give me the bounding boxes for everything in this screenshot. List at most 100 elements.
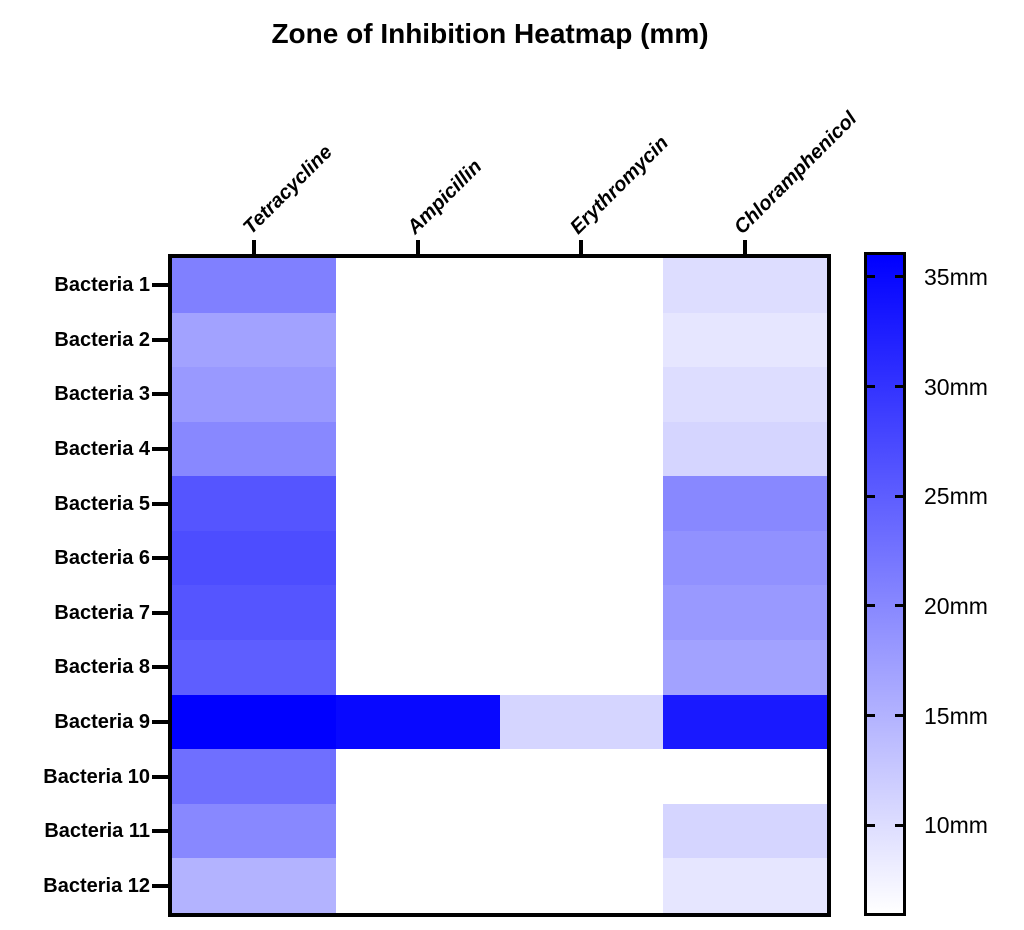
heatmap-cell <box>172 258 336 313</box>
heatmap-cell <box>663 258 827 313</box>
heatmap-cell <box>172 858 336 913</box>
row-label: Bacteria 7 <box>54 601 150 624</box>
colorbar-tick-left <box>867 604 875 608</box>
heatmap-cell <box>335 694 500 750</box>
heatmap-cell <box>663 367 827 422</box>
heatmap-cell <box>499 421 664 477</box>
row-tick <box>152 719 169 724</box>
heatmap-cell <box>172 312 336 368</box>
heatmap-cell <box>499 640 664 695</box>
column-label: Tetracycline <box>239 141 337 239</box>
column-label: Erythromycin <box>566 131 674 239</box>
colorbar-gradient <box>867 255 903 913</box>
row-label: Bacteria 6 <box>54 547 150 570</box>
row-label: Bacteria 10 <box>43 765 150 788</box>
heatmap-cell <box>499 585 664 641</box>
heatmap-cell <box>663 858 827 913</box>
heatmap-cell <box>663 749 827 804</box>
heatmap-cell <box>663 694 827 750</box>
heatmap-cell <box>335 858 500 913</box>
colorbar-tick-right <box>895 494 903 498</box>
colorbar-tick-left <box>867 275 875 279</box>
row-tick <box>152 829 169 834</box>
heatmap-cell <box>663 803 827 859</box>
heatmap-cell <box>663 585 827 641</box>
colorbar-tick-right <box>895 714 903 718</box>
chart-title: Zone of Inhibition Heatmap (mm) <box>271 18 709 49</box>
heatmap-cell <box>172 585 336 641</box>
heatmap-cell <box>335 749 500 804</box>
heatmap-cell <box>172 640 336 695</box>
heatmap-cell <box>335 530 500 586</box>
heatmap-cell <box>335 585 500 641</box>
colorbar-tick-right <box>895 275 903 279</box>
row-tick <box>152 665 169 670</box>
colorbar-tick-right <box>895 385 903 389</box>
row-label: Bacteria 3 <box>54 383 150 406</box>
heatmap-grid <box>172 258 827 913</box>
heatmap-cell <box>499 694 664 750</box>
row-tick <box>152 774 169 779</box>
heatmap-cell <box>663 476 827 531</box>
row-tick <box>152 447 169 452</box>
heatmap-cell <box>335 421 500 477</box>
colorbar-tick-label: 20mm <box>924 592 988 619</box>
heatmap-cell <box>172 421 336 477</box>
heatmap-cell <box>499 803 664 859</box>
row-label: Bacteria 4 <box>54 438 150 461</box>
row-label: Bacteria 5 <box>54 492 150 515</box>
heatmap-cell <box>499 258 664 313</box>
column-tick <box>743 240 748 255</box>
row-label: Bacteria 1 <box>54 274 150 297</box>
column-label: Chloramphenicol <box>730 107 862 239</box>
heatmap-cell <box>335 476 500 531</box>
heatmap-cell <box>499 367 664 422</box>
heatmap-cell <box>335 258 500 313</box>
heatmap-cell <box>335 803 500 859</box>
row-label: Bacteria 12 <box>43 874 150 897</box>
row-label: Bacteria 8 <box>54 656 150 679</box>
row-label: Bacteria 11 <box>44 820 150 843</box>
row-tick <box>152 337 169 342</box>
heatmap-cell <box>172 694 336 750</box>
heatmap-cell <box>499 312 664 368</box>
colorbar-tick-label: 10mm <box>924 812 988 839</box>
colorbar-tick-label: 15mm <box>924 702 988 729</box>
row-tick <box>152 283 169 288</box>
heatmap-cell <box>335 367 500 422</box>
heatmap-cell <box>663 312 827 368</box>
heatmap-cell <box>172 367 336 422</box>
colorbar-tick-left <box>867 714 875 718</box>
colorbar-tick-right <box>895 823 903 827</box>
heatmap-cell <box>663 640 827 695</box>
heatmap-plot-area <box>168 254 831 917</box>
column-tick <box>251 240 256 255</box>
column-tick <box>579 240 584 255</box>
heatmap-cell <box>499 858 664 913</box>
heatmap-cell <box>172 803 336 859</box>
colorbar-tick-left <box>867 385 875 389</box>
row-tick <box>152 556 169 561</box>
row-label: Bacteria 2 <box>54 328 150 351</box>
heatmap-cell <box>335 640 500 695</box>
colorbar <box>864 252 906 916</box>
colorbar-tick-left <box>867 823 875 827</box>
heatmap-cell <box>499 530 664 586</box>
heatmap-cell <box>663 421 827 477</box>
heatmap-cell <box>172 476 336 531</box>
heatmap-cell <box>172 749 336 804</box>
row-tick <box>152 501 169 506</box>
colorbar-tick-right <box>895 604 903 608</box>
colorbar-tick-label: 35mm <box>924 263 988 290</box>
row-tick <box>152 392 169 397</box>
column-tick <box>415 240 420 255</box>
heatmap-cell <box>663 530 827 586</box>
column-label: Ampicillin <box>402 155 486 239</box>
row-label: Bacteria 9 <box>54 710 150 733</box>
row-tick <box>152 610 169 615</box>
heatmap-cell <box>172 530 336 586</box>
row-tick <box>152 883 169 888</box>
colorbar-tick-label: 30mm <box>924 373 988 400</box>
heatmap-cell <box>335 312 500 368</box>
